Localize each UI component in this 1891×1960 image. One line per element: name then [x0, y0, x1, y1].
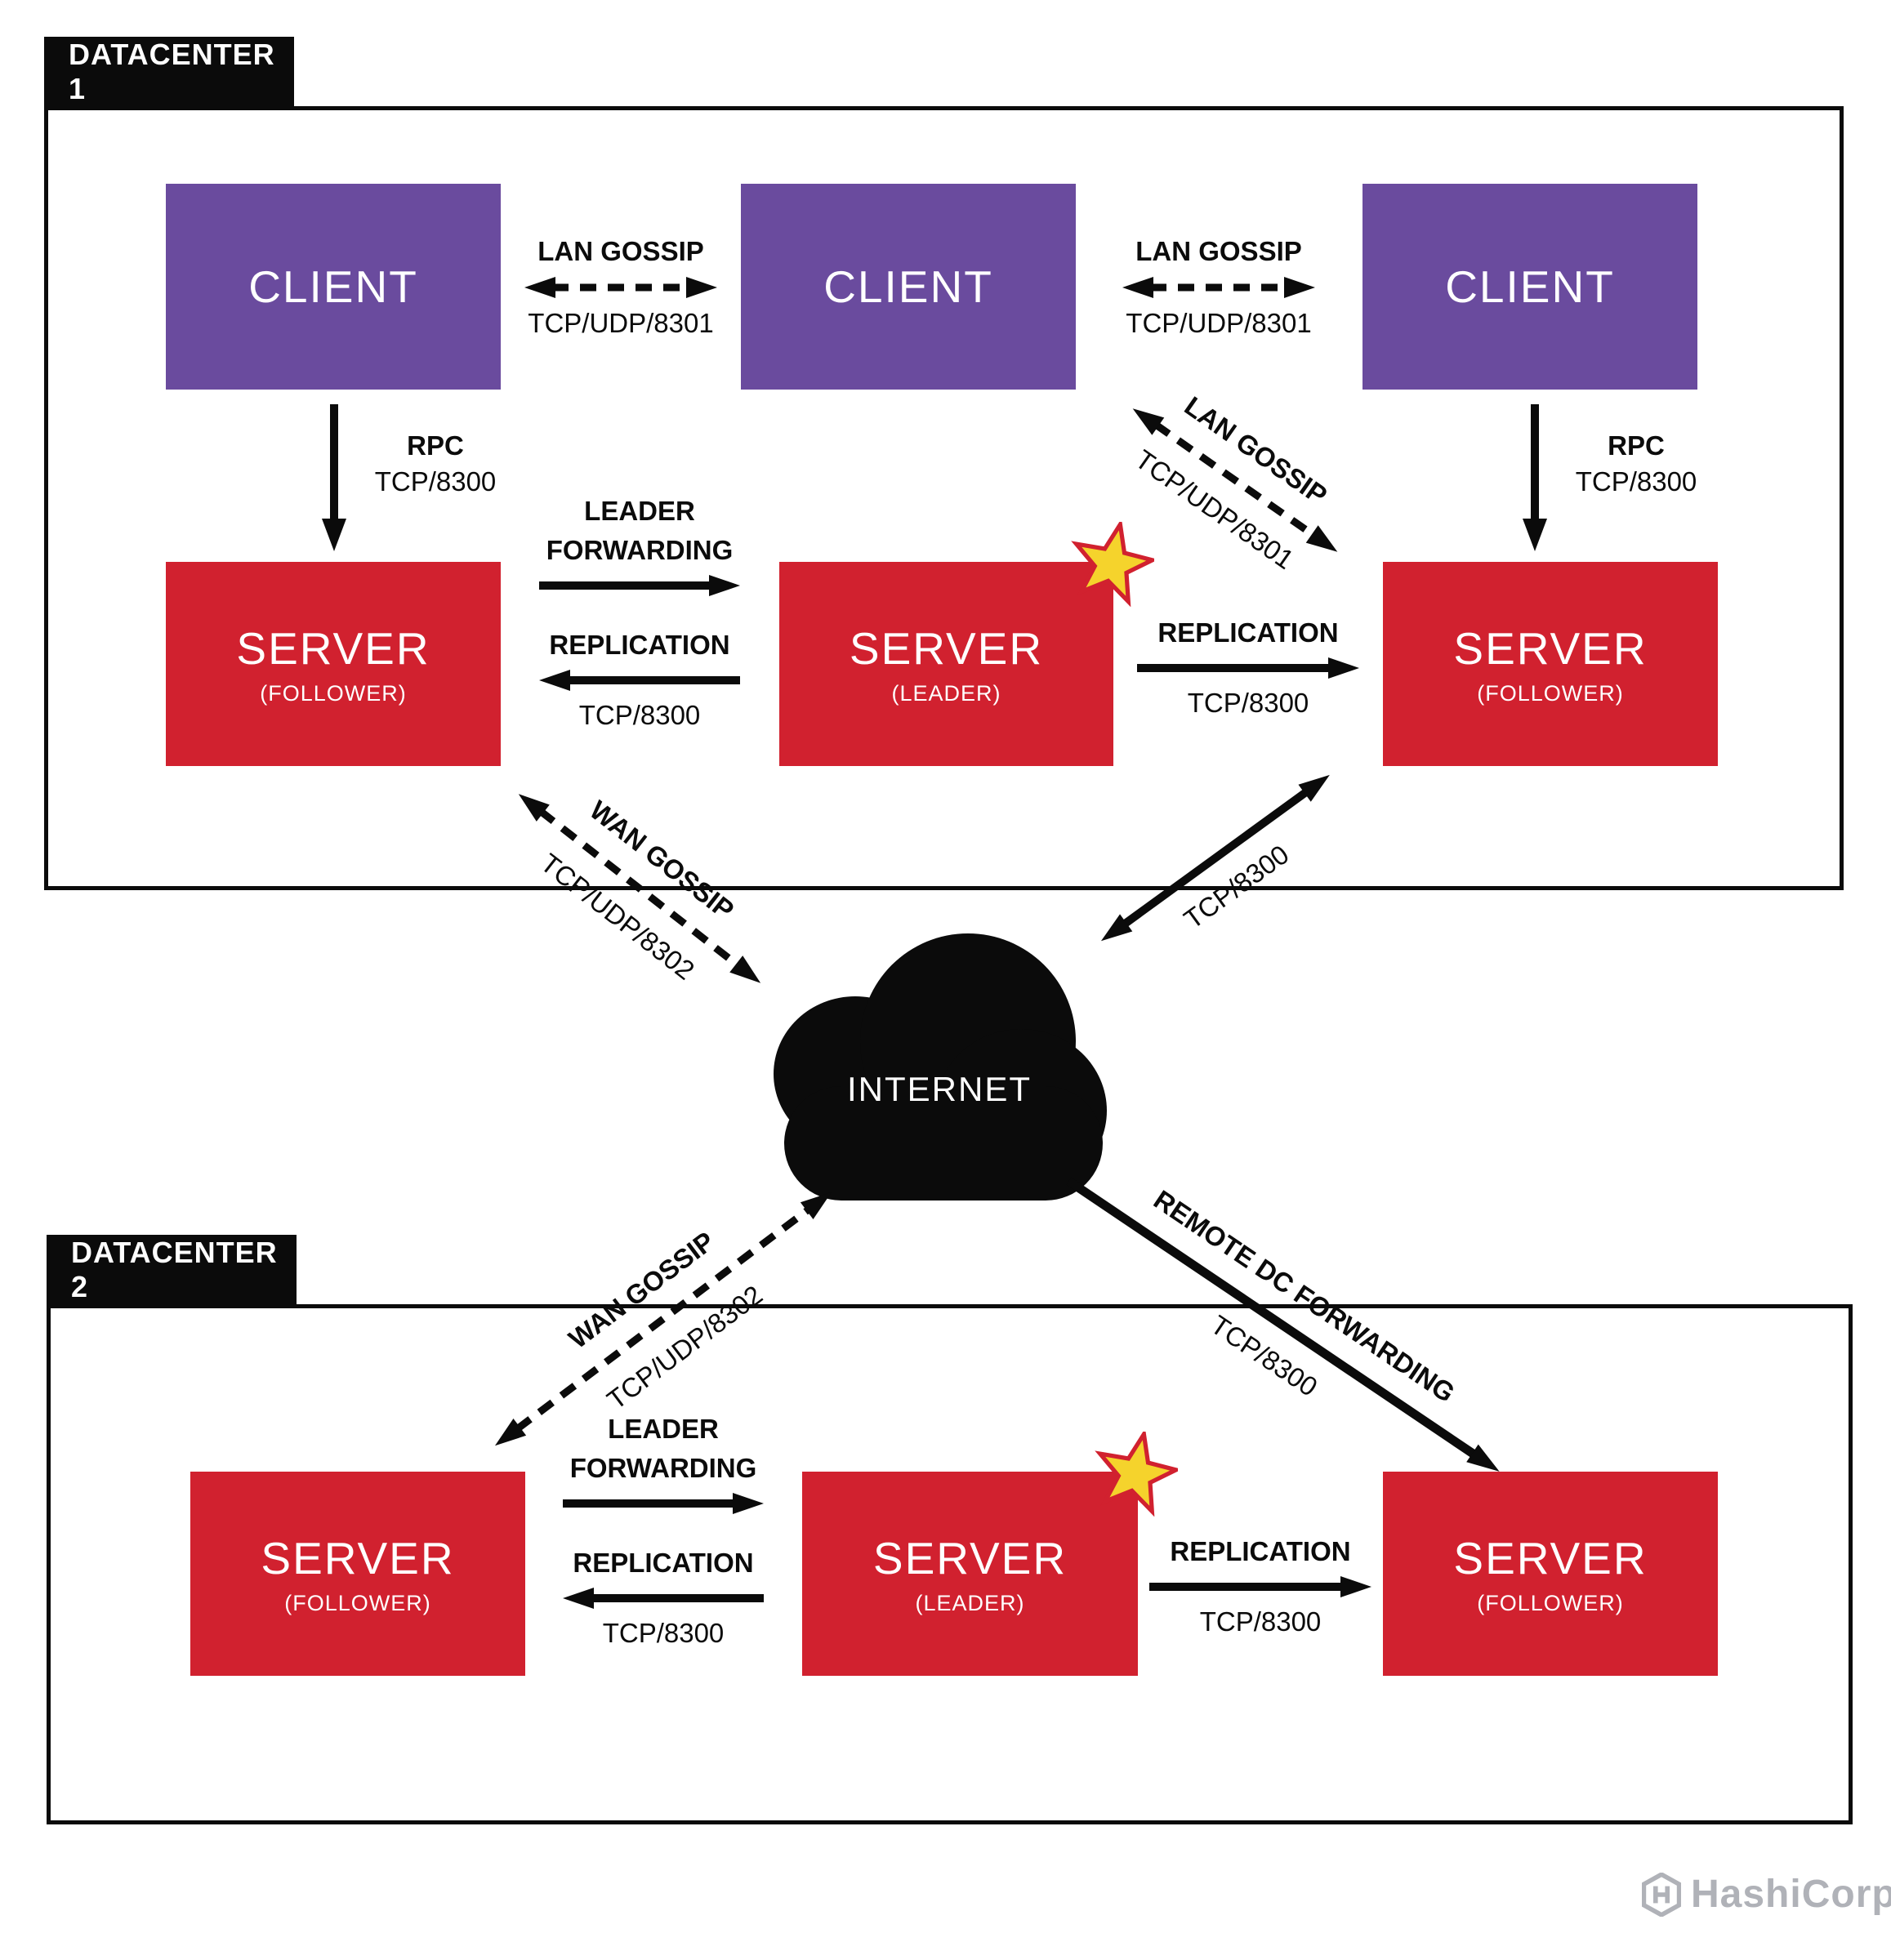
lan-gossip-label: LAN GOSSIP	[1135, 236, 1302, 266]
client-label: CLIENT	[1445, 261, 1615, 312]
server-role-label: (LEADER)	[915, 1590, 1025, 1615]
wan-gossip-dc1-edge: WAN GOSSIP TCP/UDP/8302	[479, 746, 801, 1030]
remote-dc-forwarding-arrow	[1066, 1177, 1500, 1472]
datacenter2-box	[47, 1304, 1853, 1824]
server-role-label: (LEADER)	[891, 680, 1001, 706]
rpc-port: TCP/8300	[1575, 466, 1697, 497]
replication-arrow	[1149, 1576, 1371, 1597]
leader-forwarding-label-line1: LEADER	[608, 1414, 719, 1444]
hashicorp-logo-icon	[1642, 1872, 1681, 1917]
dc1-leader-forwarding-replication-block: LEADER FORWARDING REPLICATION TCP/8300	[525, 495, 754, 732]
rpc-arrow-left	[322, 404, 346, 551]
replication-label: REPLICATION	[1157, 617, 1339, 648]
wan-gossip-arrow	[518, 794, 761, 983]
leader-forwarding-arrow	[563, 1493, 764, 1514]
leader-forwarding-arrow	[539, 575, 740, 596]
hashicorp-logo-text: HashiCorp	[1691, 1873, 1891, 1916]
dc1-server-follower-right: SERVER (FOLLOWER)	[1383, 562, 1718, 766]
lan-gossip-label: LAN GOSSIP	[537, 236, 704, 266]
server-label: SERVER	[236, 622, 430, 674]
lan-gossip-edge-diagonal: LAN GOSSIP TCP/UDP/8301	[1095, 360, 1376, 600]
server-label: SERVER	[1453, 1532, 1648, 1584]
server-label: SERVER	[1453, 622, 1648, 674]
rpc-port: TCP/8300	[374, 466, 497, 497]
dc2-server-follower-right: SERVER (FOLLOWER)	[1383, 1472, 1718, 1676]
replication-arrow	[539, 670, 740, 691]
server-label: SERVER	[872, 1532, 1068, 1584]
datacenter1-tab: DATACENTER 1	[44, 37, 294, 106]
replication-port: TCP/8300	[602, 1618, 725, 1648]
replication-label: REPLICATION	[573, 1548, 754, 1578]
tcp-8300-dc1-edge: TCP/8300	[1089, 761, 1365, 987]
rpc-left-labels: RPC TCP/8300	[354, 430, 517, 498]
replication-arrow	[563, 1588, 764, 1609]
dc2-replication-right-block: REPLICATION TCP/8300	[1146, 1535, 1375, 1638]
lan-gossip-edge-a: LAN GOSSIP TCP/UDP/8301	[498, 235, 743, 340]
datacenter1-label: DATACENTER 1	[69, 37, 275, 105]
rpc-arrow-right	[1523, 404, 1547, 551]
dc2-leader-forwarding-replication-block: LEADER FORWARDING REPLICATION TCP/8300	[549, 1413, 778, 1650]
dc1-client-1: CLIENT	[166, 184, 501, 390]
server-role-label: (FOLLOWER)	[284, 1590, 431, 1615]
dc2-server-leader: SERVER (LEADER)	[802, 1472, 1138, 1676]
replication-port: TCP/8300	[1199, 1606, 1322, 1637]
datacenter2-label: DATACENTER 2	[71, 1235, 278, 1303]
dc1-server-leader: SERVER (LEADER)	[779, 562, 1113, 766]
server-label: SERVER	[849, 622, 1044, 674]
server-role-label: (FOLLOWER)	[1477, 1590, 1624, 1615]
leader-forwarding-label-line1: LEADER	[584, 496, 695, 526]
dc1-client-2: CLIENT	[741, 184, 1076, 390]
internet-label: INTERNET	[847, 1070, 1032, 1108]
rpc-label: RPC	[1608, 430, 1665, 461]
client-label: CLIENT	[248, 261, 418, 312]
leader-forwarding-label-line2: FORWARDING	[569, 1453, 757, 1483]
client-label: CLIENT	[823, 261, 993, 312]
replication-port: TCP/8300	[1187, 688, 1309, 718]
internet-cloud	[774, 933, 1107, 1200]
server-role-label: (FOLLOWER)	[260, 680, 407, 706]
hashicorp-logo: HashiCorp	[1642, 1872, 1891, 1917]
replication-label: REPLICATION	[549, 630, 730, 660]
lan-gossip-arrow	[524, 277, 717, 298]
rpc-right-labels: RPC TCP/8300	[1554, 430, 1718, 498]
replication-port: TCP/8300	[578, 700, 701, 730]
wan-gossip-arrow	[494, 1192, 832, 1446]
dc1-server-follower-left: SERVER (FOLLOWER)	[166, 562, 501, 766]
remote-dc-forwarding-edge: REMOTE DC FORWARDING TCP/8300	[1032, 1132, 1537, 1520]
lan-gossip-edge-b: LAN GOSSIP TCP/UDP/8301	[1096, 235, 1341, 340]
server-role-label: (FOLLOWER)	[1477, 680, 1624, 706]
tcp-8300-arrow	[1100, 774, 1330, 942]
lan-gossip-arrow	[1122, 277, 1315, 298]
leader-star-icon	[1095, 1432, 1178, 1517]
dc2-server-follower-left: SERVER (FOLLOWER)	[190, 1472, 525, 1676]
leader-star-icon	[1071, 522, 1154, 607]
wan-gossip-dc2-edge: WAN GOSSIP TCP/UDP/8302	[456, 1144, 871, 1493]
replication-label: REPLICATION	[1170, 1536, 1351, 1566]
lan-gossip-port: TCP/UDP/8301	[1126, 308, 1312, 338]
datacenter2-tab: DATACENTER 2	[47, 1235, 297, 1304]
dc1-replication-right-block: REPLICATION TCP/8300	[1134, 617, 1363, 719]
lan-gossip-arrow	[1132, 408, 1338, 552]
datacenter1-box	[44, 106, 1844, 890]
replication-arrow	[1137, 657, 1359, 679]
dc1-client-3: CLIENT	[1363, 184, 1697, 390]
leader-forwarding-label-line2: FORWARDING	[546, 535, 734, 565]
rpc-label: RPC	[407, 430, 464, 461]
server-label: SERVER	[261, 1532, 455, 1584]
lan-gossip-port: TCP/UDP/8301	[528, 308, 714, 338]
